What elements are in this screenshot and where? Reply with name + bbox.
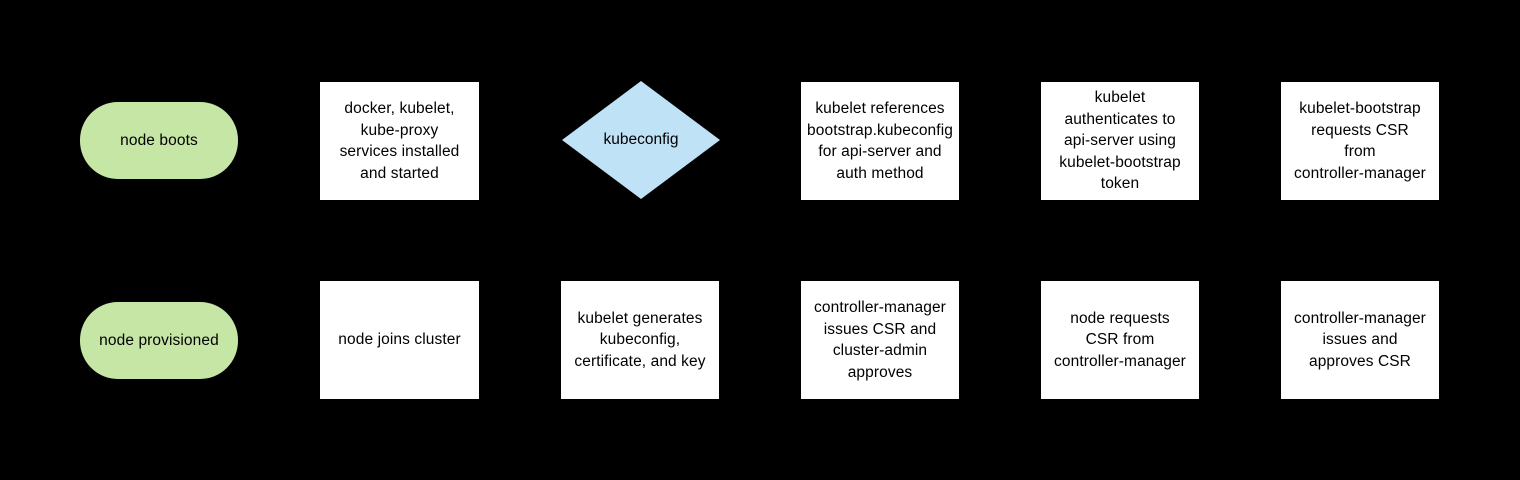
flow-node-node-provisioned[interactable]: node provisioned — [80, 302, 238, 379]
flow-node-label: kubeconfig — [603, 131, 679, 149]
flow-node-label: kubelet authenticates to api-server usin… — [1059, 89, 1181, 193]
flow-node-node-boots[interactable]: node boots — [80, 102, 238, 179]
flow-node-label: node boots — [120, 131, 198, 149]
flow-node-services-installed[interactable]: docker, kubelet, kube-proxy services ins… — [320, 82, 479, 200]
flow-node-node-requests-csr[interactable]: node requests CSR from controller-manage… — [1041, 281, 1199, 399]
flow-node-cm-issues-csr-cluster-admin[interactable]: controller-manager issues CSR and cluste… — [801, 281, 959, 399]
flow-node-node-joins-cluster[interactable]: node joins cluster — [320, 281, 479, 399]
flow-node-label: kubelet-bootstrap requests CSR from cont… — [1294, 100, 1426, 182]
flow-node-label: node requests CSR from controller-manage… — [1054, 309, 1186, 370]
flow-node-kubelet-references-bootstrap[interactable]: kubelet references bootstrap.kubeconfig … — [801, 82, 959, 200]
flow-node-bootstrap-requests-csr[interactable]: kubelet-bootstrap requests CSR from cont… — [1281, 82, 1439, 200]
flow-node-label: docker, kubelet, kube-proxy services ins… — [339, 100, 460, 182]
flow-node-label: node provisioned — [99, 331, 219, 349]
flow-node-kubeconfig-decision[interactable]: kubeconfig — [562, 81, 720, 199]
flow-node-label: kubelet generates kubeconfig, certificat… — [574, 309, 706, 370]
flow-node-cm-issues-approves-csr[interactable]: controller-manager issues and approves C… — [1281, 281, 1439, 399]
flow-node-label: node joins cluster — [338, 331, 461, 349]
flow-node-kubelet-authenticates[interactable]: kubelet authenticates to api-server usin… — [1041, 82, 1199, 200]
flow-node-label: kubelet references bootstrap.kubeconfig … — [807, 100, 953, 182]
flow-node-label: controller-manager issues and approves C… — [1294, 309, 1426, 370]
flow-node-kubelet-generates[interactable]: kubelet generates kubeconfig, certificat… — [561, 281, 719, 399]
flow-node-label: controller-manager issues CSR and cluste… — [814, 299, 946, 381]
